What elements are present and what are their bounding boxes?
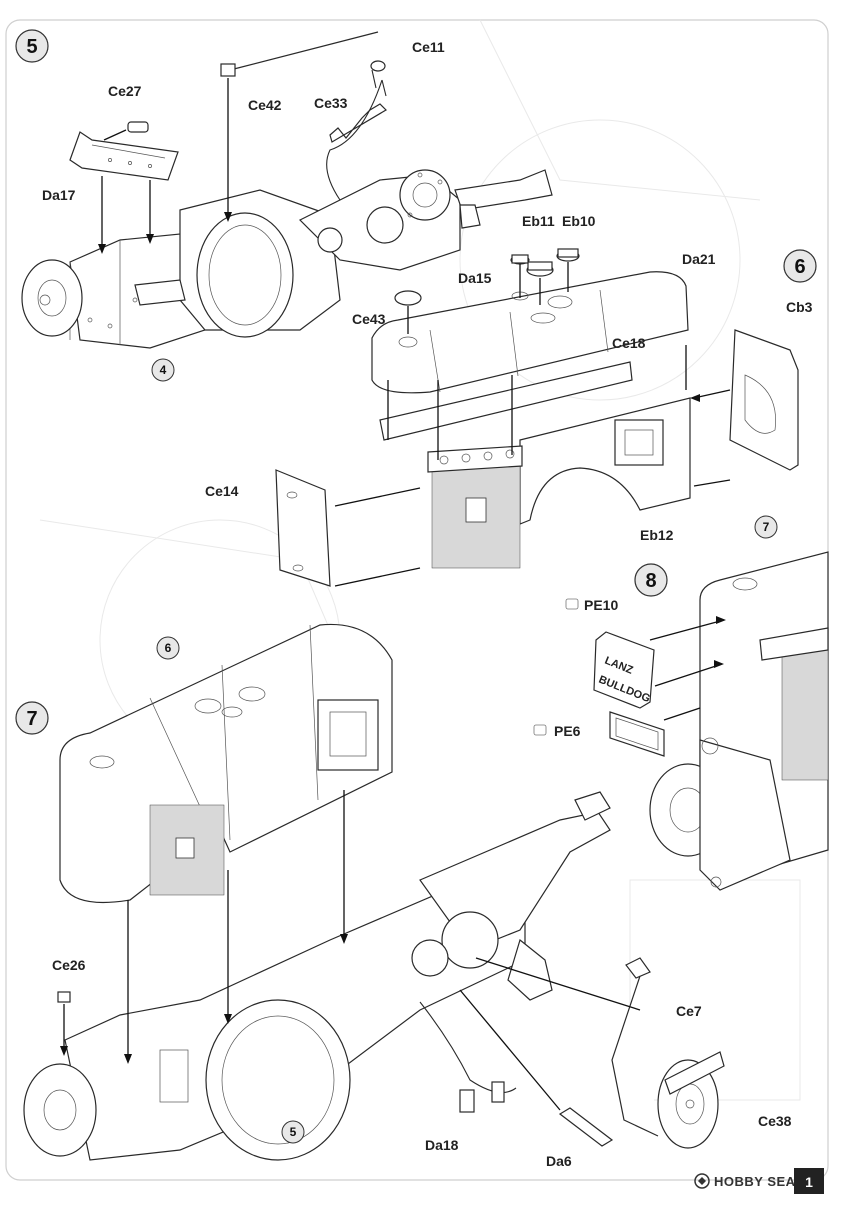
step-5-badge (15, 29, 49, 63)
step-5-ref-badge (151, 358, 175, 382)
part-ce27-bolt (103, 121, 149, 141)
hood-assembly (59, 623, 393, 904)
part-ce14-panel (275, 469, 331, 587)
label-ce33: Ce33 (314, 95, 348, 111)
label-da21: Da21 (682, 251, 716, 267)
part-eb10-cap (556, 248, 580, 292)
part-ce11-clip (370, 60, 386, 89)
label-da15: Da15 (458, 270, 492, 286)
footer: HOBBY SEARCH 1 (694, 1168, 825, 1194)
label-eb11: Eb11 (522, 213, 555, 229)
step-8-ref-badge (754, 515, 778, 539)
step-7-badge (15, 701, 49, 735)
label-pe6: PE6 (554, 723, 581, 739)
pe10-photoetch-icon (565, 598, 579, 610)
page-number: 1 (805, 1174, 813, 1190)
part-ce18-strip (379, 361, 633, 441)
radiator-grille (427, 445, 523, 569)
part-ce33-spring (326, 79, 387, 201)
step-8-ref-number: 7 (763, 520, 770, 534)
part-da15-cap (510, 254, 530, 298)
part-ce42-rod (220, 31, 379, 222)
label-ce14: Ce14 (205, 483, 239, 499)
part-eb11-cap (526, 261, 554, 305)
label-cb3: Cb3 (786, 299, 813, 315)
rear-axle-assembly (21, 169, 553, 349)
step-5-ref-number: 4 (160, 363, 167, 377)
part-da6-rod (459, 989, 614, 1147)
part-pe6-plate (609, 711, 665, 757)
label-ce38: Ce38 (758, 1113, 792, 1129)
step-8-number: 8 (645, 570, 656, 592)
label-ce18: Ce18 (612, 335, 646, 351)
part-da21-hood (371, 271, 689, 394)
part-cb3-panel (729, 329, 799, 471)
label-ce43: Ce43 (352, 311, 386, 327)
label-pe10: PE10 (584, 597, 618, 613)
label-ce27: Ce27 (108, 83, 142, 99)
page-number-box (794, 1168, 824, 1194)
step-8-badge (634, 563, 668, 597)
label-eb12: Eb12 (640, 527, 674, 543)
part-ce26-bolt (57, 991, 71, 1056)
part-da17-plate (69, 131, 179, 181)
part-ce38-pulley (657, 1051, 725, 1149)
pe6-photoetch-icon (533, 724, 547, 736)
tractor-front-view (649, 551, 829, 891)
hobby-search-logo-icon (694, 1173, 710, 1189)
step-5-number: 5 (26, 36, 37, 58)
step-6: 6 Da21 Eb11 Eb10 Da15 (205, 213, 817, 587)
step-7: 7 6 (15, 623, 792, 1169)
label-ce26: Ce26 (52, 957, 86, 973)
label-ce7: Ce7 (676, 1003, 702, 1019)
step-7-number: 7 (26, 708, 37, 730)
step-6-number: 6 (794, 256, 805, 278)
label-da6: Da6 (546, 1153, 572, 1169)
part-da18-linkage (419, 1001, 517, 1113)
label-ce42: Ce42 (248, 97, 282, 113)
label-da18: Da18 (425, 1137, 459, 1153)
step-7-ref-6-badge (156, 636, 180, 660)
part-eb12-panel (519, 397, 691, 525)
step-7-ref-5-number: 5 (290, 1125, 297, 1139)
label-eb10: Eb10 (562, 213, 596, 229)
part-ce43-cap (394, 290, 422, 334)
step-8: 8 7 LANZ BULLDOG PE10 (533, 515, 829, 891)
label-ce11: Ce11 (412, 39, 445, 55)
step-6-badge (783, 249, 817, 283)
part-pe10-nameplate: LANZ BULLDOG (593, 631, 655, 709)
step-7-ref-6-number: 6 (165, 641, 172, 655)
chassis-assembly (23, 791, 611, 1161)
part-ce7-lever (611, 957, 659, 1137)
step-7-ref-5-badge (281, 1120, 305, 1144)
label-da17: Da17 (42, 187, 76, 203)
step-5: 5 (15, 29, 553, 382)
